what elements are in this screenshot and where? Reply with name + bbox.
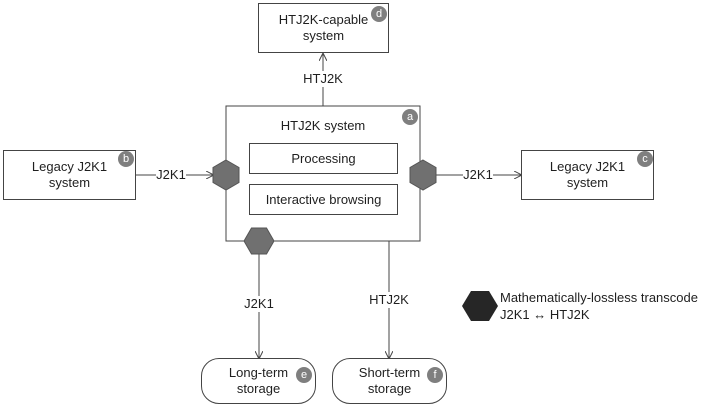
- transcode-hexagon-icon-bottom: [243, 227, 275, 255]
- badge-d: d: [371, 6, 387, 22]
- short-term-storage-label: Short-term storage: [358, 365, 421, 396]
- badge-a: a: [402, 109, 418, 125]
- legacy-j2k1-system-left-label: Legacy J2K1 system: [31, 159, 108, 190]
- legacy-j2k1-system-right-box: Legacy J2K1 system: [521, 150, 654, 200]
- interactive-browsing-label: Interactive browsing: [265, 191, 382, 207]
- transcode-hexagon-icon-left: [212, 159, 240, 191]
- long-term-storage-box: Long-term storage: [201, 358, 316, 404]
- edge-label-to-short-term: HTJ2K: [368, 292, 410, 308]
- htj2k-system-title: HTJ2K system: [280, 118, 366, 133]
- edge-label-to-legacy-right: J2K1: [463, 167, 493, 183]
- edge-label-from-legacy-left: J2K1: [156, 167, 186, 183]
- edge-label-to-capable: HTJ2K: [302, 71, 344, 87]
- processing-box: Processing: [249, 143, 398, 174]
- processing-label: Processing: [291, 150, 356, 166]
- badge-b: b: [118, 151, 134, 167]
- badge-e: e: [296, 367, 312, 383]
- htj2k-capable-system-box: HTJ2K-capable system: [258, 3, 389, 53]
- legend-line-1: Mathematically-lossless transcode: [500, 290, 698, 305]
- edge-label-to-long-term: J2K1: [244, 296, 274, 312]
- badge-f: f: [427, 367, 443, 383]
- legend-hexagon-icon: [462, 291, 498, 321]
- legend-line-2: J2K1 ↔ HTJ2K: [500, 307, 590, 322]
- legacy-j2k1-system-right-label: Legacy J2K1 system: [549, 159, 626, 190]
- long-term-storage-label: Long-term storage: [228, 365, 289, 396]
- interactive-browsing-box: Interactive browsing: [249, 184, 398, 215]
- legacy-j2k1-system-left-box: Legacy J2K1 system: [3, 150, 136, 200]
- short-term-storage-box: Short-term storage: [332, 358, 447, 404]
- htj2k-capable-system-label: HTJ2K-capable system: [278, 12, 369, 43]
- badge-c: c: [637, 151, 653, 167]
- transcode-hexagon-icon-right: [409, 159, 437, 191]
